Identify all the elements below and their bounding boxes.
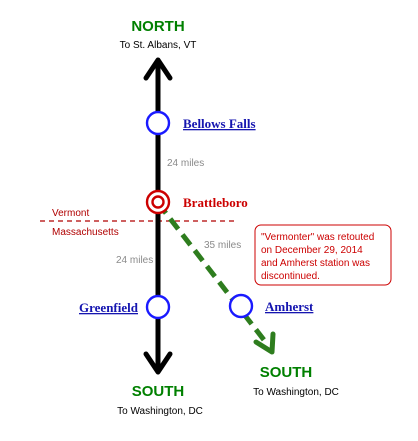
station-label-greenfield[interactable]: Greenfield bbox=[79, 300, 139, 315]
south-label-branch: SOUTH bbox=[260, 364, 313, 381]
note-line-3: and Amherst station was bbox=[261, 258, 370, 269]
station-label-bellows-falls[interactable]: Bellows Falls bbox=[183, 116, 256, 131]
station-bellows-falls[interactable]: Bellows Falls bbox=[145, 110, 256, 136]
current-station-inner bbox=[151, 195, 165, 209]
station-circle-icon bbox=[145, 294, 171, 320]
branch-line-amherst bbox=[156, 201, 266, 342]
note-line-1: "Vermonter" was retouted bbox=[261, 232, 374, 243]
south-destination-main: To Washington, DC bbox=[117, 406, 203, 417]
arrow-down-icon bbox=[253, 331, 276, 355]
arrow-up-icon bbox=[143, 57, 173, 81]
station-brattleboro: Brattleboro bbox=[145, 189, 248, 215]
station-circle-icon bbox=[145, 110, 171, 136]
note-box bbox=[254, 224, 392, 286]
reroute-note: "Vermonter" was retouted on December 29,… bbox=[254, 224, 392, 286]
north-label: NORTH bbox=[131, 18, 184, 35]
distance-brattleboro-amherst: 35 miles bbox=[204, 240, 241, 251]
note-line-4: discontinued. bbox=[261, 271, 320, 282]
south-destination-branch: To Washington, DC bbox=[253, 387, 339, 398]
distance-brattleboro-greenfield: 24 miles bbox=[116, 255, 153, 266]
note-line-2: on December 29, 2014 bbox=[261, 245, 363, 256]
north-destination: To St. Albans, VT bbox=[120, 40, 197, 51]
state-label-vermont: Vermont bbox=[52, 208, 89, 219]
arrow-down-icon bbox=[143, 351, 173, 375]
south-label-main: SOUTH bbox=[132, 383, 185, 400]
station-label-amherst[interactable]: Amherst bbox=[265, 299, 314, 314]
state-label-massachusetts: Massachusetts bbox=[52, 227, 119, 238]
station-amherst[interactable]: Amherst bbox=[228, 293, 314, 319]
station-greenfield[interactable]: Greenfield bbox=[79, 294, 171, 320]
distance-bellows-brattleboro: 24 miles bbox=[167, 158, 204, 169]
station-circle-icon bbox=[228, 293, 254, 319]
station-label-brattleboro: Brattleboro bbox=[183, 195, 248, 210]
